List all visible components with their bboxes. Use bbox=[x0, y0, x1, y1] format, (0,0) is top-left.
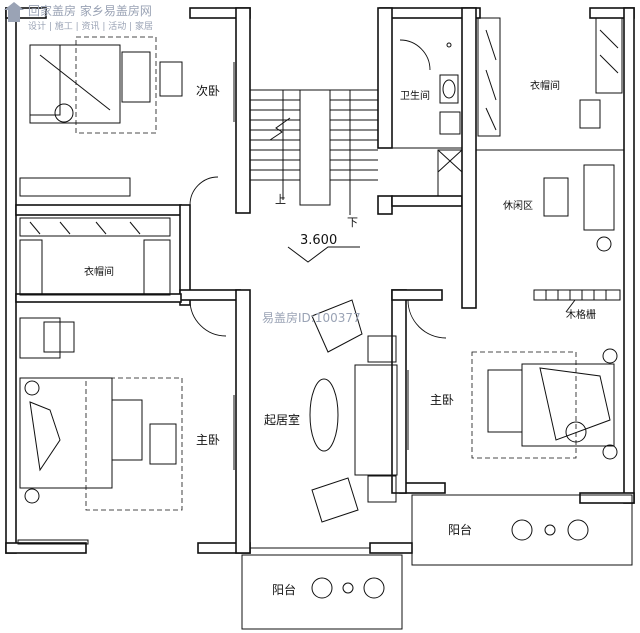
left-master-bedroom-furniture bbox=[17, 299, 235, 545]
living-room-furniture bbox=[250, 299, 398, 549]
room-label-balcony-right: 阳台 bbox=[448, 522, 472, 537]
secondary-bedroom-furniture bbox=[19, 36, 235, 206]
room-label-cloakroom-left: 衣帽间 bbox=[84, 265, 114, 278]
balcony-right bbox=[411, 494, 633, 566]
room-label-cloakroom-top: 衣帽间 bbox=[530, 79, 560, 92]
label-wood-screen: 木格栅 bbox=[566, 308, 596, 321]
room-label-lounge: 休闲区 bbox=[503, 199, 533, 212]
stairwell bbox=[250, 89, 378, 263]
watermark-center: 易盖房ID:100377 bbox=[262, 310, 361, 325]
room-label-bathroom: 卫生间 bbox=[400, 89, 430, 102]
room-label-living-room: 起居室 bbox=[264, 412, 300, 427]
left-cloakroom-furniture bbox=[19, 217, 171, 296]
watermark-top-subline: 设计 | 施工 | 资讯 | 活动 | 家居 bbox=[28, 20, 153, 32]
room-label-balcony-bottom: 阳台 bbox=[272, 582, 296, 597]
bathroom-fixtures bbox=[391, 17, 463, 197]
lounge-furniture bbox=[533, 164, 621, 313]
watermark-logo-icon bbox=[4, 2, 24, 22]
floor-level-label: 3.600 bbox=[300, 233, 337, 248]
interior-walls bbox=[15, 7, 477, 554]
balcony-bottom bbox=[241, 554, 403, 630]
room-label-master-bedroom-left: 主卧 bbox=[196, 433, 220, 447]
stairs-down-label: 下 bbox=[347, 216, 358, 229]
room-label-master-bedroom-right: 主卧 bbox=[430, 393, 454, 407]
stairs-up-label: 上 bbox=[275, 193, 286, 206]
outer-walls bbox=[5, 7, 635, 554]
watermark-top-line: 回家盖房 家乡易盖房网 bbox=[28, 3, 152, 18]
right-master-bedroom-furniture bbox=[407, 299, 618, 460]
top-right-cloakroom-furniture bbox=[476, 17, 624, 151]
room-label-secondary-bedroom: 次卧 bbox=[196, 84, 220, 98]
